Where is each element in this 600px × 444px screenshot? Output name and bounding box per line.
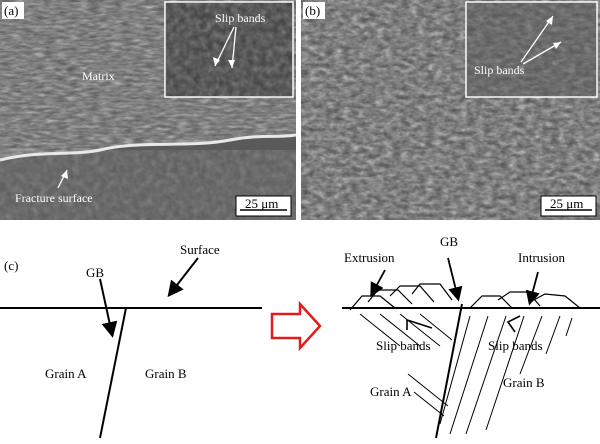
left-surface-label: Surface — [180, 242, 220, 257]
right-slip-bands-label-a: Slip bands — [376, 338, 431, 353]
panel-a-matrix-label: Matrix — [82, 69, 115, 83]
panel-a-label: (a) — [4, 3, 18, 18]
intrusion-label: Intrusion — [518, 250, 565, 265]
deformed-schematic — [342, 283, 600, 439]
slip-bands-right-pointer — [506, 315, 521, 333]
micrograph-b-image: (b) Slip bands 25 μm — [301, 0, 600, 220]
surface-arrow — [167, 257, 199, 298]
panel-a-inset-label: Slip bands — [215, 11, 266, 25]
intrusion-arrow — [525, 271, 540, 306]
panel-c-label: (c) — [4, 258, 18, 273]
extrusion-arrow — [370, 269, 386, 298]
gb-arrow — [99, 278, 118, 338]
panel-b-label: (b) — [305, 3, 320, 18]
left-grain-a-label: Grain A — [45, 366, 87, 381]
left-grain-b-label: Grain B — [145, 366, 187, 381]
micrograph-a: (a) Slip bands Matrix Fracture surface 2… — [0, 0, 296, 220]
gb-right-arrow — [447, 257, 463, 302]
grain-boundary-line — [99, 307, 127, 439]
micrograph-b: (b) Slip bands 25 μm — [301, 0, 600, 220]
right-grain-a-label: Grain A — [370, 384, 412, 399]
panel-b-inset-label: Slip bands — [474, 63, 525, 77]
extrusion-label: Extrusion — [344, 250, 395, 265]
schematic-c-diagram: (c) GB Surface Grain A Grain B — [0, 234, 600, 439]
right-grain-b-label: Grain B — [503, 375, 545, 390]
transition-arrow-icon — [270, 300, 322, 352]
right-slip-bands-label-b: Slip bands — [488, 338, 543, 353]
left-gb-label: GB — [86, 265, 104, 280]
panel-a-scale-bar: 25 μm — [245, 196, 278, 211]
panel-a-fracture-label: Fracture surface — [15, 191, 93, 205]
micrograph-a-image: (a) Slip bands Matrix Fracture surface 2… — [0, 0, 296, 220]
schematic-c: (c) GB Surface Grain A Grain B — [0, 224, 600, 439]
panel-b-scale-bar: 25 μm — [550, 196, 583, 211]
slip-bands-left-pointer — [406, 318, 433, 330]
right-gb-label: GB — [440, 234, 458, 249]
